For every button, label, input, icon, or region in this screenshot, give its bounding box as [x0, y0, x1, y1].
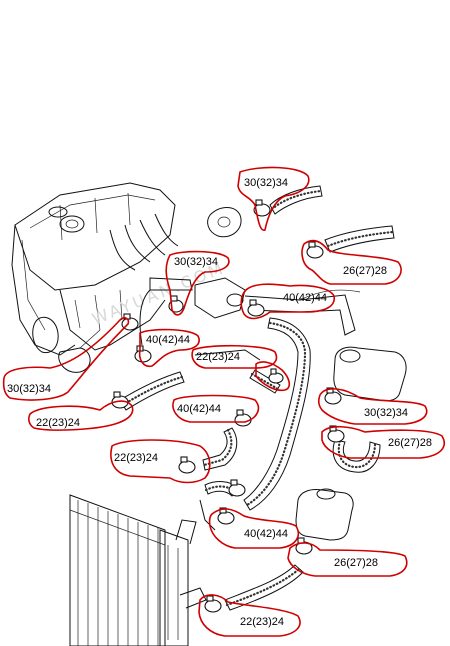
clamp-9 [324, 387, 342, 405]
callout-c10-loop [172, 394, 260, 423]
watermark-text: WAYUAN.COM [89, 258, 228, 329]
callout-c2-label: 26(27)28 [343, 265, 387, 277]
callout-c10-label: 40(42)44 [177, 403, 221, 415]
callout-c3: 30(32)34 [165, 250, 230, 316]
callout-c5-label: 40(42)44 [146, 334, 190, 346]
callout-c5: 40(42)44 [138, 328, 200, 368]
callout-c5-loop [138, 328, 200, 368]
callout-c8 [255, 361, 291, 392]
callout-c15: 26(27)28 [287, 542, 408, 577]
clamp-5 [247, 299, 265, 317]
clamp-8 [111, 391, 129, 409]
callout-c9-loop [28, 400, 134, 431]
radiator [69, 494, 207, 646]
callout-c4: 40(42)44 [240, 283, 335, 320]
callout-c9: 22(23)24 [28, 400, 134, 431]
callout-c1-label: 30(32)34 [244, 177, 288, 189]
callout-c16-label: 22(23)24 [240, 616, 284, 628]
clamp-13 [228, 479, 246, 497]
callout-c14: 40(42)44 [208, 508, 300, 549]
callout-c13-label: 26(27)28 [388, 437, 432, 449]
callout-c15-label: 26(27)28 [334, 557, 378, 569]
clamp-7 [268, 368, 284, 384]
callout-c4-loop [240, 283, 335, 320]
clamp-16 [204, 595, 222, 613]
clamp-2 [306, 241, 324, 259]
callout-c16: 22(23)24 [198, 594, 301, 637]
callout-c6: 22(23)24 [191, 344, 278, 369]
callout-c9-label: 22(23)24 [36, 417, 80, 429]
hoses [119, 185, 395, 611]
callout-c4-label: 40(42)44 [283, 292, 327, 304]
callout-c8-loop [255, 361, 291, 392]
callout-c11-loop [317, 388, 428, 425]
callout-c13-loop [321, 425, 445, 459]
callout-c13: 26(27)28 [321, 425, 445, 459]
callout-c6-loop [191, 344, 278, 369]
callout-c14-label: 40(42)44 [244, 528, 288, 540]
callout-c11: 30(32)34 [317, 388, 428, 425]
callout-c3-label: 30(32)34 [174, 256, 218, 268]
clamp-6 [134, 345, 152, 363]
callout-c2-loop [301, 239, 402, 285]
callout-annotations: 30(32)34 26(27)28 30(32)34 40(42)44 40(4… [2, 166, 445, 637]
callout-c6-label: 22(23)24 [196, 351, 240, 363]
callout-c14-loop [208, 508, 300, 549]
clamp-11 [327, 425, 345, 443]
clamp-12 [178, 456, 196, 474]
callout-c16-loop [198, 594, 301, 637]
clamp-15 [295, 537, 313, 555]
callout-c1-loop [237, 166, 310, 231]
callout-c15-loop [287, 542, 408, 577]
callout-c7: 30(32)34 [2, 317, 130, 401]
clamp-14 [217, 507, 235, 525]
pipes-and-flanges [139, 207, 407, 541]
callout-c2: 26(27)28 [301, 239, 402, 285]
engine-block [11, 182, 179, 373]
callout-c12-label: 22(23)24 [114, 452, 158, 464]
callout-c11-label: 30(32)34 [364, 407, 408, 419]
callout-c7-label: 30(32)34 [7, 383, 51, 395]
callout-c12: 22(23)24 [110, 439, 211, 484]
clamp-10 [234, 409, 252, 427]
clamp-1 [253, 199, 271, 217]
callout-c3-loop [165, 250, 230, 316]
hose-clamps [111, 199, 345, 613]
callout-c7-loop [2, 317, 130, 401]
callout-c10: 40(42)44 [172, 394, 260, 423]
callout-c12-loop [110, 439, 211, 484]
callout-c1: 30(32)34 [237, 166, 310, 231]
